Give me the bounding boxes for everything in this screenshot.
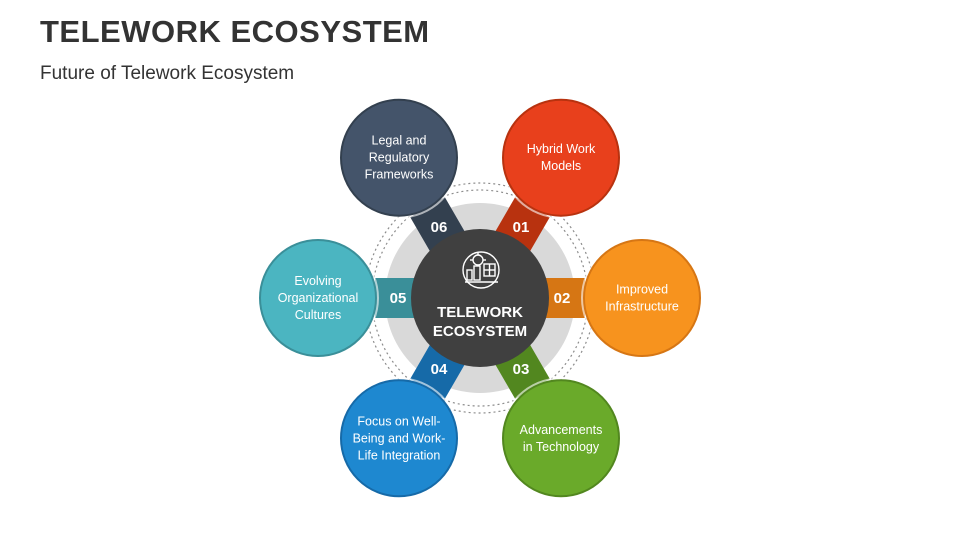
center-title-line1: TELEWORK [437, 304, 523, 321]
item-label-line: Organizational [278, 291, 359, 305]
item-label-line: Models [541, 159, 581, 173]
page-subtitle: Future of Telework Ecosystem [40, 63, 295, 84]
item-number: 03 [513, 361, 530, 378]
item-label-line: Regulatory [369, 151, 430, 165]
item-label-line: Cultures [295, 308, 342, 322]
item-label-line: Legal and [372, 134, 427, 148]
topic-bubble [583, 239, 701, 357]
item-label-line: in Technology [523, 440, 600, 454]
item-label-line: Life Integration [358, 448, 441, 462]
item-label-line: Evolving [294, 274, 341, 288]
item-label-line: Frameworks [365, 168, 434, 182]
item-label-line: Advancements [520, 423, 603, 437]
item-number: 06 [431, 219, 448, 236]
center-hub [411, 229, 549, 367]
topic-bubble [340, 98, 458, 217]
item-number: 05 [390, 290, 407, 307]
topic-bubble [259, 239, 377, 357]
connector-tab [375, 278, 420, 318]
page-title: TELEWORK ECOSYSTEM [40, 14, 430, 49]
center-title-line2: ECOSYSTEM [433, 323, 527, 340]
item-label-line: Hybrid Work [527, 142, 596, 156]
topic-bubble [502, 379, 620, 498]
item-label-line: Focus on Well- [357, 414, 440, 428]
item-label-line: Infrastructure [605, 300, 679, 314]
item-number: 04 [431, 361, 448, 378]
connector-tab [540, 278, 585, 318]
topic-bubble [340, 379, 458, 498]
item-label-line: Being and Work- [353, 431, 446, 445]
telework-network-icon [462, 251, 500, 289]
item-number: 01 [513, 219, 530, 236]
topic-bubble [502, 98, 620, 217]
item-label-line: Improved [616, 283, 668, 297]
item-number: 02 [554, 290, 571, 307]
